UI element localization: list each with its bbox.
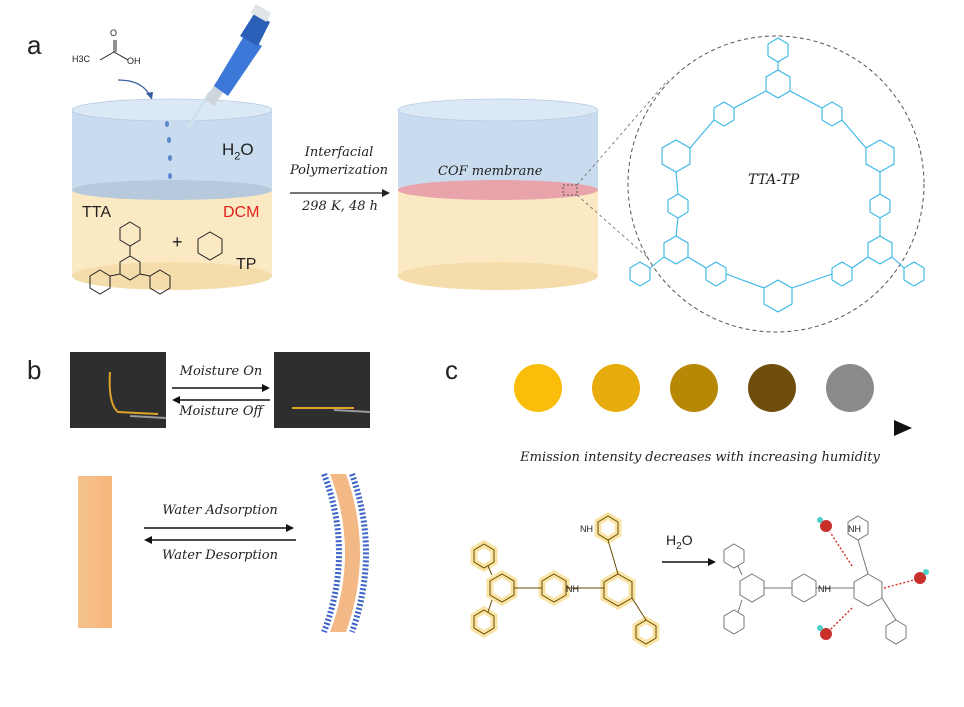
photo-moisture-off <box>274 352 371 428</box>
plus-sign: + <box>172 232 183 252</box>
emission-dot-4 <box>748 364 796 412</box>
emission-dot-2 <box>592 364 640 412</box>
water-desorption-label: Water Desorption <box>162 548 278 563</box>
pipette <box>186 4 272 129</box>
h2o-reaction-arrow <box>662 558 716 566</box>
emission-dots <box>486 364 912 436</box>
h2o-arrow-label: H2O <box>666 532 693 552</box>
dry-film-block <box>78 476 112 628</box>
acid-oh-label: OH <box>127 56 141 66</box>
curled-film-icon <box>108 371 167 419</box>
quenched-molecule <box>723 515 929 645</box>
tp-molecule-a <box>197 231 223 261</box>
flat-film-icon <box>292 407 371 413</box>
nh-label-grey-mid: NH <box>818 584 831 594</box>
cof-framework <box>629 37 925 313</box>
condition-interfacial: Interfacial <box>304 145 374 160</box>
panel-label-a: a <box>27 30 42 60</box>
nh-label-yellow-top: NH <box>580 524 593 534</box>
tp-label: TP <box>236 256 257 273</box>
panel-label-c: c <box>445 355 458 385</box>
beaker-left <box>71 98 273 290</box>
emission-dot-1 <box>514 364 562 412</box>
dcm-label: DCM <box>223 204 260 221</box>
beaker-right <box>397 98 599 290</box>
tta-tp-label: TTA-TP <box>748 172 800 188</box>
swollen-film-with-water <box>321 472 369 634</box>
emission-dot-3 <box>670 364 718 412</box>
nh-label-grey-top: NH <box>848 524 861 534</box>
photo-moisture-on <box>70 352 167 428</box>
tta-molecule-a <box>89 221 171 295</box>
tta-label: TTA <box>82 204 112 221</box>
moisture-arrows <box>172 384 270 404</box>
nh-label-yellow-mid: NH <box>566 584 579 594</box>
condition-polymerization: Polymerization <box>289 163 389 178</box>
water-molecules <box>817 517 929 640</box>
acid-o-label: O <box>110 28 118 38</box>
adsorption-arrows <box>144 524 296 544</box>
moisture-off-label: Moisture Off <box>179 404 263 419</box>
water-label: H2O <box>222 140 254 163</box>
acetic-acid-structure <box>99 40 129 61</box>
emissive-molecule <box>470 511 660 648</box>
emission-dot-5 <box>826 364 874 412</box>
cof-membrane-label: COF membrane <box>438 164 543 179</box>
panel-label-b: b <box>27 355 42 385</box>
emission-caption: Emission intensity decreases with increa… <box>520 450 880 465</box>
drop-arrow <box>117 79 151 97</box>
condition-temperature-time: 298 K, 48 h <box>302 199 378 214</box>
water-adsorption-label: Water Adsorption <box>162 503 278 518</box>
moisture-on-label: Moisture On <box>179 364 263 379</box>
acid-methyl-label: H3C <box>72 54 91 64</box>
zoom-circle <box>627 35 925 333</box>
